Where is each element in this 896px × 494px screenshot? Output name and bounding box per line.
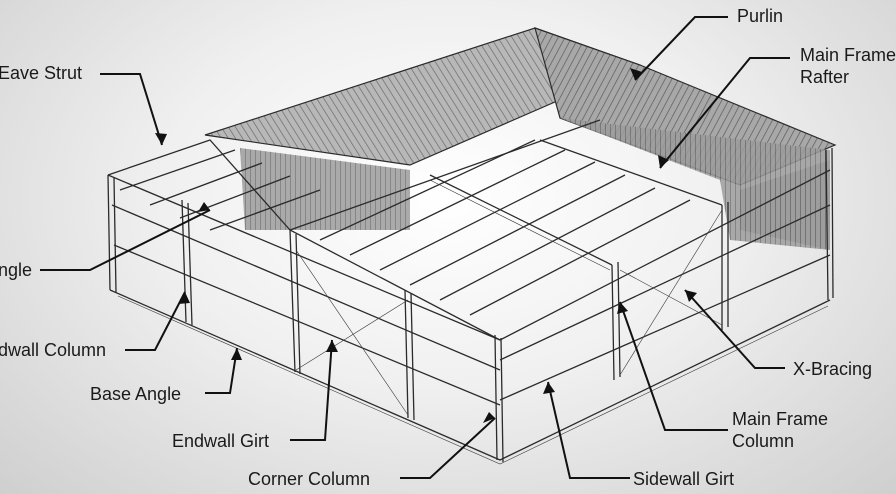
base-angle-outline-inner (117, 295, 829, 465)
label-main-frame-rafter-line2: Rafter (800, 67, 850, 87)
rafters (429, 139, 723, 266)
x-bracing (295, 179, 723, 416)
label-endwall-column: dwall Column (0, 340, 107, 360)
endwall-girt-upper (111, 204, 501, 371)
ridge-line (289, 119, 601, 231)
base-angle-outline (109, 289, 831, 461)
leader-lines (40, 16, 790, 479)
label-eave-strut: Eave Strut (0, 63, 83, 83)
sidewall-girt-lower (499, 254, 831, 401)
columns (107, 147, 834, 463)
label-sidewall-girt: Sidewall Girt (633, 469, 735, 489)
label-base-angle: Base Angle (90, 384, 182, 404)
label-purlin: Purlin (737, 6, 784, 26)
endwall-girt-lower (113, 244, 501, 406)
purlins (119, 139, 691, 316)
label-main-frame-rafter-line1: Main Frame (800, 45, 896, 65)
label-x-bracing: X-Bracing (793, 359, 873, 379)
label-endwall-girt: Endwall Girt (172, 431, 270, 451)
label-main-frame-column-line1: Main Frame (732, 409, 829, 429)
back-endwall-sheeting (240, 148, 410, 230)
leader-arrowheads (155, 68, 697, 423)
label-main-frame-column-line2: Column (732, 431, 795, 451)
label-rake-angle: ngle (0, 260, 33, 280)
sidewall-girt-upper (499, 204, 831, 361)
front-rake (107, 139, 501, 341)
label-corner-column: Corner Column (248, 469, 371, 489)
back-sidewall-lower-sheeting (740, 160, 830, 250)
